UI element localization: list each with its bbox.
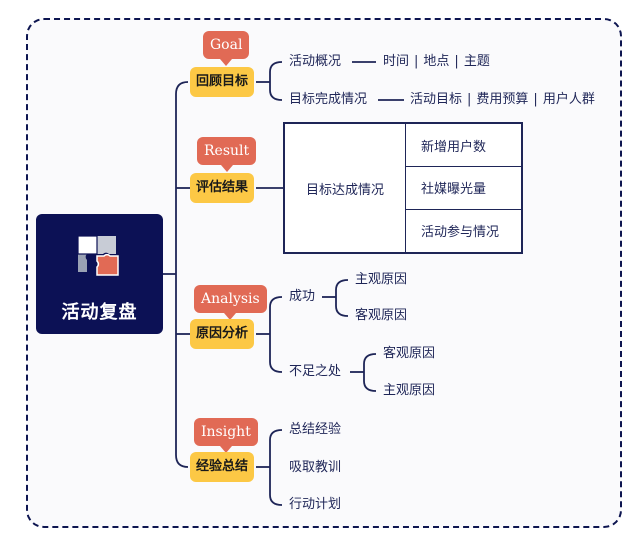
- section-review-goal[interactable]: 回顾目标: [190, 67, 255, 97]
- insight-action-plan: 行动计划: [289, 497, 342, 512]
- results-table-item: 社媒曝光量: [405, 166, 523, 210]
- result-tag: Result: [197, 137, 257, 172]
- insight-tag: Insight: [194, 418, 258, 453]
- analysis-bracket: [269, 296, 283, 373]
- main-spine: [175, 81, 189, 468]
- success-subjective: 主观原因: [355, 272, 408, 287]
- detail-activity-goal: 活动目标: [410, 92, 463, 107]
- section-cause-analysis[interactable]: 原因分析: [190, 319, 255, 349]
- results-table-item: 活动参与情况: [405, 208, 523, 254]
- detail-place: 地点: [423, 54, 450, 69]
- analysis-success: 成功: [289, 289, 316, 304]
- insight-lessons: 吸取教训: [289, 460, 342, 475]
- shortfall-bracket: [363, 353, 377, 392]
- analysis-tag: Analysis: [194, 285, 267, 320]
- goal-completion-details: 活动目标|费用预算|用户人群: [410, 92, 595, 107]
- detail-budget: 费用预算: [476, 92, 529, 107]
- success-bracket: [335, 279, 349, 317]
- goal-tag: Goal: [203, 31, 250, 66]
- detail-theme: 主题: [463, 54, 490, 69]
- insight-bracket: [269, 429, 283, 506]
- puzzle-icon: [77, 235, 119, 276]
- success-objective: 客观原因: [355, 308, 408, 323]
- analysis-shortfall: 不足之处: [289, 364, 342, 379]
- detail-audience: 用户人群: [542, 92, 595, 107]
- root-label: 活动复盘: [61, 302, 138, 323]
- goal-item-completion: 目标完成情况: [289, 92, 368, 107]
- goal-overview-details: 时间|地点|主题: [383, 54, 490, 69]
- goal-item-overview: 活动概况: [289, 54, 342, 69]
- shortfall-subjective: 主观原因: [383, 383, 436, 398]
- root-node[interactable]: 活动复盘: [36, 214, 163, 334]
- results-table-header: 目标达成情况: [283, 122, 406, 254]
- results-table-item: 新增用户数: [405, 122, 523, 168]
- results-table: 目标达成情况 新增用户数 社媒曝光量 活动参与情况: [283, 122, 523, 254]
- section-evaluate-results[interactable]: 评估结果: [190, 173, 255, 203]
- insight-summarize: 总结经验: [289, 422, 342, 437]
- shortfall-objective: 客观原因: [383, 346, 436, 361]
- goal-bracket: [269, 61, 283, 101]
- detail-time: 时间: [383, 54, 410, 69]
- section-experience-summary[interactable]: 经验总结: [190, 452, 255, 482]
